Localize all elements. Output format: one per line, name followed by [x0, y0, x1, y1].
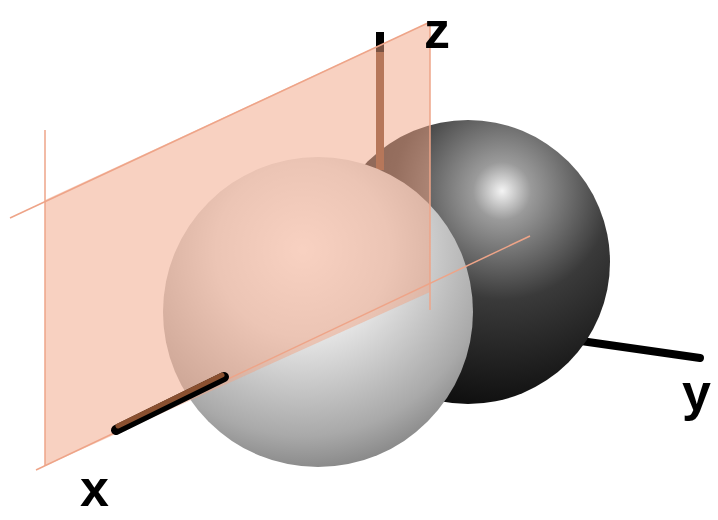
axis-label: y	[682, 366, 711, 418]
plane-edge	[429, 22, 431, 310]
x-axis-tint	[118, 375, 222, 426]
axis-label: x	[80, 462, 109, 514]
plane-edge	[36, 236, 530, 470]
axis-label: z	[424, 4, 450, 56]
plane-edge	[10, 22, 430, 218]
plane-edge	[44, 130, 46, 466]
x-axis	[116, 377, 224, 430]
xz-plane	[45, 22, 430, 466]
